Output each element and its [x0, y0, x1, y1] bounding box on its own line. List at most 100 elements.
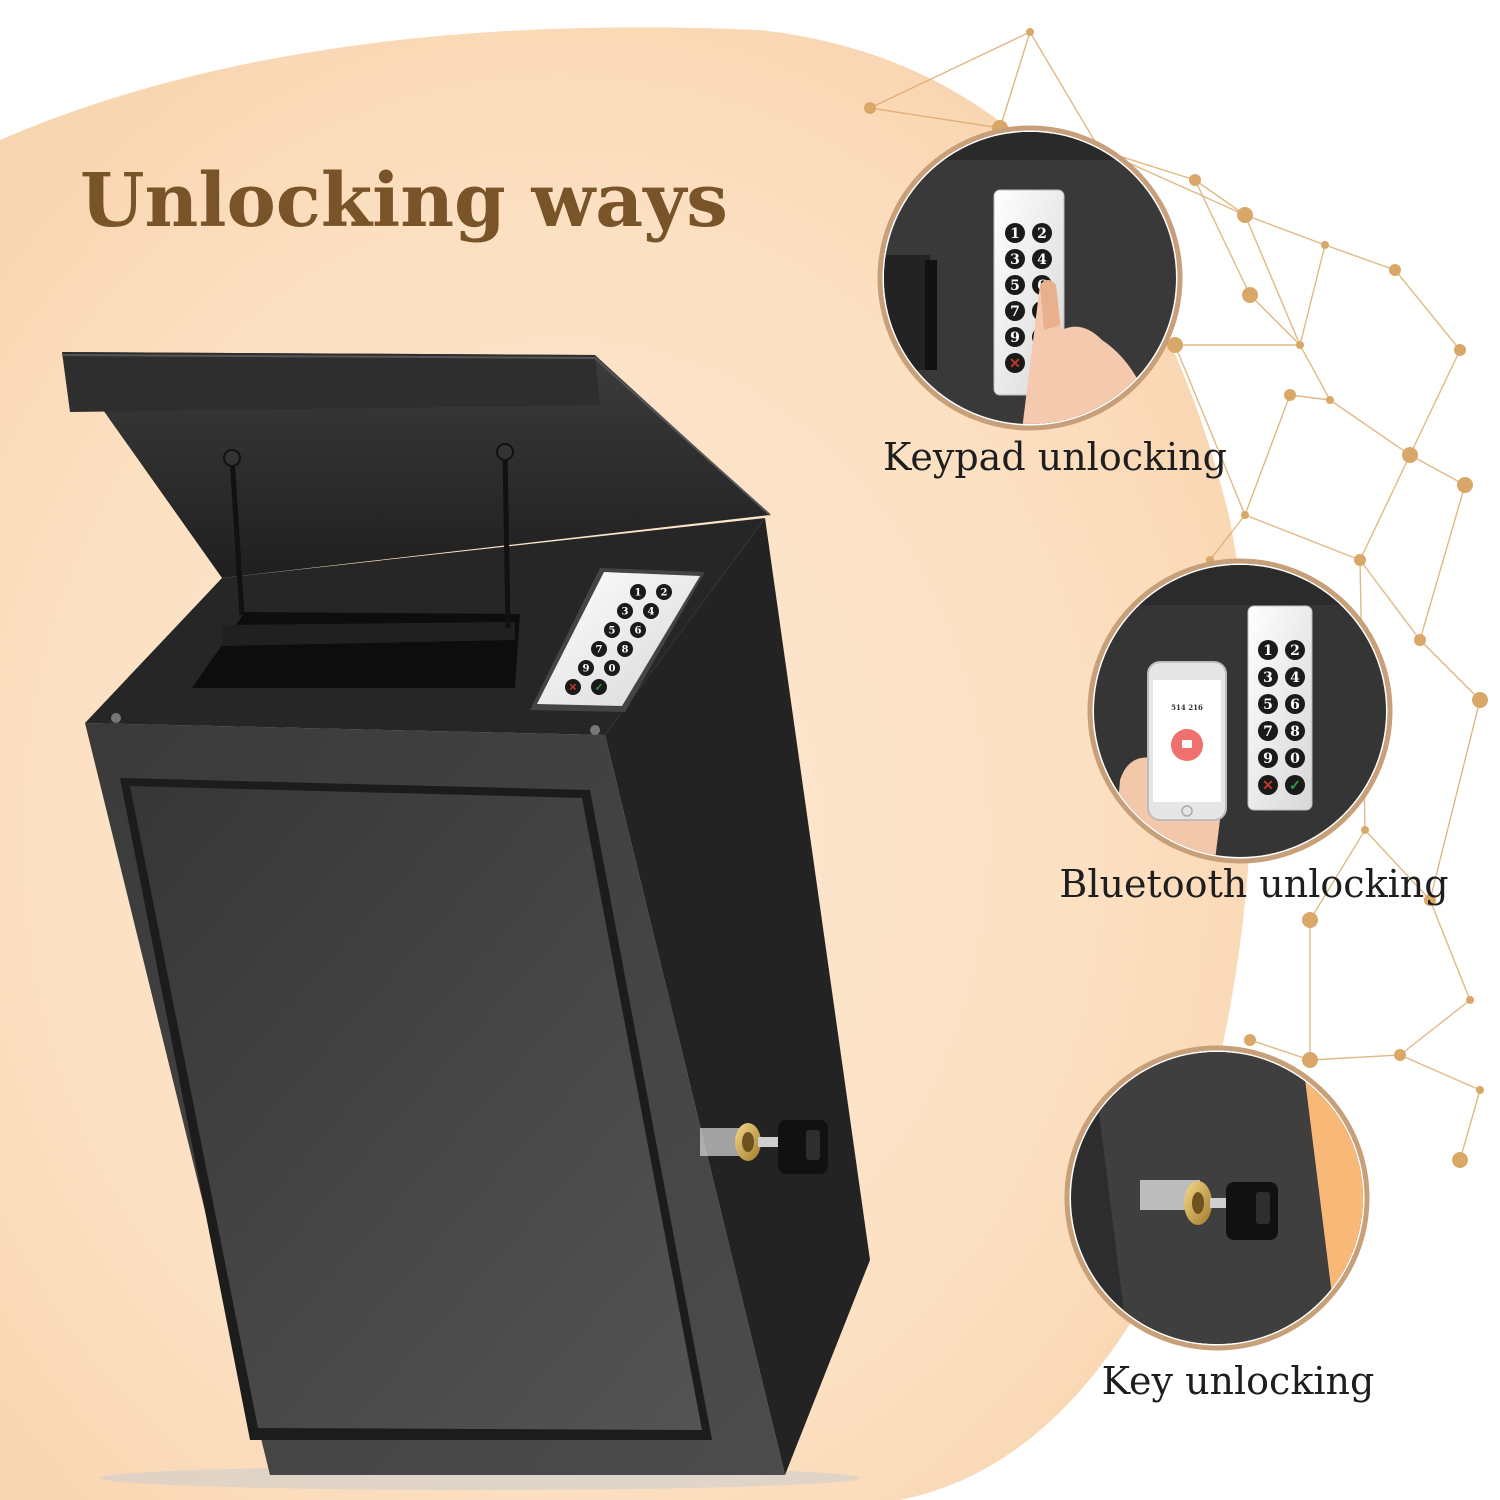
confirm-key-icon-symbol: ✓ [1289, 778, 1301, 794]
network-line [1399, 999, 1471, 1056]
confirm-key-icon [1285, 775, 1305, 795]
network-line [1324, 244, 1396, 271]
box-side-panel [605, 518, 870, 1475]
network-line [1249, 294, 1301, 346]
network-dot [1394, 1049, 1406, 1061]
keypad-key-label: 6 [635, 626, 642, 637]
keypad-key [617, 603, 633, 619]
keypad-key [604, 622, 620, 638]
network-dot [864, 102, 876, 114]
network-line [1244, 514, 1361, 561]
network-dot [1321, 241, 1329, 249]
network-line [1359, 559, 1421, 641]
feature-key: Key unlocking [1064, 1045, 1375, 1403]
keypad-key [1258, 667, 1278, 687]
keypad-key [630, 584, 646, 600]
network-line [1399, 1054, 1481, 1091]
network-line [1244, 214, 1301, 346]
network-line [1309, 829, 1366, 921]
network-dot [1026, 28, 1034, 36]
network-line [1029, 31, 1101, 151]
network-dot [1414, 634, 1426, 646]
keypad-key [1005, 275, 1025, 295]
network-line [1209, 514, 1246, 561]
network-dot [1454, 344, 1466, 356]
keypad-key [656, 584, 672, 600]
phone-code: 514 216 [1171, 703, 1203, 712]
network-dot [1472, 692, 1488, 708]
network-line [1194, 179, 1246, 216]
keypad-key-label: 8 [1290, 724, 1300, 740]
network-dot [1466, 996, 1474, 1004]
network-dot [1476, 1086, 1484, 1094]
keypad-key-label: 2 [661, 588, 668, 599]
feature-label-bluetooth: Bluetooth unlocking [1059, 862, 1448, 906]
feature-label-key: Key unlocking [1102, 1359, 1375, 1403]
cancel-key-icon-symbol: ✕ [1262, 778, 1274, 794]
key-icon [778, 1120, 828, 1174]
keypad-key-label: 2 [1290, 643, 1300, 659]
network-dot [1296, 341, 1304, 349]
keypad-key-label: 7 [596, 645, 603, 656]
keypad-key [1285, 694, 1305, 714]
network-line [1309, 1054, 1401, 1061]
keypad-key [1285, 640, 1305, 660]
keypad-key-label: 3 [1263, 670, 1273, 686]
keypad-key-label: 0 [1290, 751, 1300, 767]
keypad-key [1258, 721, 1278, 741]
cancel-key-icon-symbol: ✕ [569, 683, 577, 694]
keypad-key [643, 603, 659, 619]
keypad-key-label: 7 [1263, 724, 1273, 740]
keypad-key-label: 9 [583, 664, 590, 675]
keypad-key [591, 641, 607, 657]
keypad-key-label: 1 [635, 588, 642, 599]
keypad-key [604, 660, 620, 676]
feature-label-keypad: Keypad unlocking [883, 435, 1227, 479]
lid-arm-right [502, 451, 511, 629]
keypad-key [1005, 327, 1025, 347]
network-line [1429, 899, 1471, 1001]
keypad-key-label: 8 [622, 645, 629, 656]
lid-arm-left [229, 457, 245, 616]
keypad-key-label: 5 [1010, 278, 1020, 294]
network-line [869, 107, 1001, 129]
network-line [1409, 349, 1461, 456]
network-dot [1302, 1052, 1318, 1068]
network-line [1409, 454, 1466, 486]
network-line [1329, 399, 1411, 456]
top-keypad [537, 572, 700, 706]
network-dot [1244, 1034, 1256, 1046]
page-title: Unlocking ways [80, 158, 728, 244]
network-line [1429, 699, 1481, 901]
network-line [1359, 454, 1411, 561]
network-dot [1354, 554, 1366, 566]
box-door [130, 786, 702, 1430]
network-line [1244, 394, 1291, 516]
keypad-key [1285, 667, 1305, 687]
keypad-key-label: 1 [1263, 643, 1273, 659]
network-dot [1361, 826, 1369, 834]
keypad-key-label: 4 [1290, 670, 1300, 686]
network-line [1194, 179, 1251, 296]
keypad-key [630, 622, 646, 638]
network-dot [1302, 912, 1318, 928]
keypad-key-label: 6 [1290, 697, 1300, 713]
cancel-key-icon [565, 679, 581, 695]
keypad-key-label: 7 [1010, 304, 1020, 320]
network-dot [1237, 207, 1253, 223]
network-dot [1402, 447, 1418, 463]
keypad-key [1258, 640, 1278, 660]
keypad-key [1258, 694, 1278, 714]
keypad-key-label: 9 [1010, 330, 1020, 346]
network-line [1299, 344, 1331, 401]
confirm-key-icon-symbol: ✓ [595, 683, 603, 694]
side-key-lock [700, 1120, 828, 1174]
keypad-key [617, 641, 633, 657]
network-dot [1241, 511, 1249, 519]
keypad-key [1032, 249, 1052, 269]
keypad-key-label: 1 [1010, 226, 1020, 242]
confirm-key-icon [591, 679, 607, 695]
